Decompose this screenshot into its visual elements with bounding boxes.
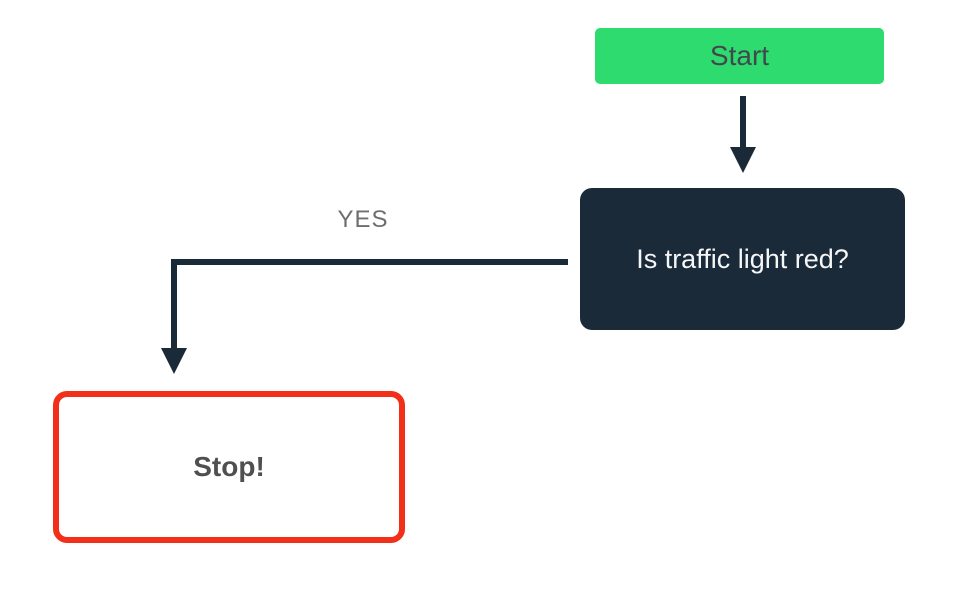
node-decision[interactable]: Is traffic light red? <box>580 188 905 330</box>
edge-line-vertical <box>740 96 746 148</box>
node-decision-label: Is traffic light red? <box>636 243 849 274</box>
node-stop-label: Stop! <box>193 451 265 482</box>
edge-line-vertical <box>171 259 177 349</box>
node-start-label: Start <box>709 40 770 71</box>
node-stop[interactable]: Stop! <box>53 391 405 543</box>
edge-label-yes: YES <box>337 206 389 233</box>
node-start[interactable]: Start <box>595 28 884 84</box>
arrowhead-down-icon <box>730 147 756 173</box>
edge-line-horizontal <box>171 259 568 265</box>
arrowhead-down-icon <box>161 348 187 374</box>
